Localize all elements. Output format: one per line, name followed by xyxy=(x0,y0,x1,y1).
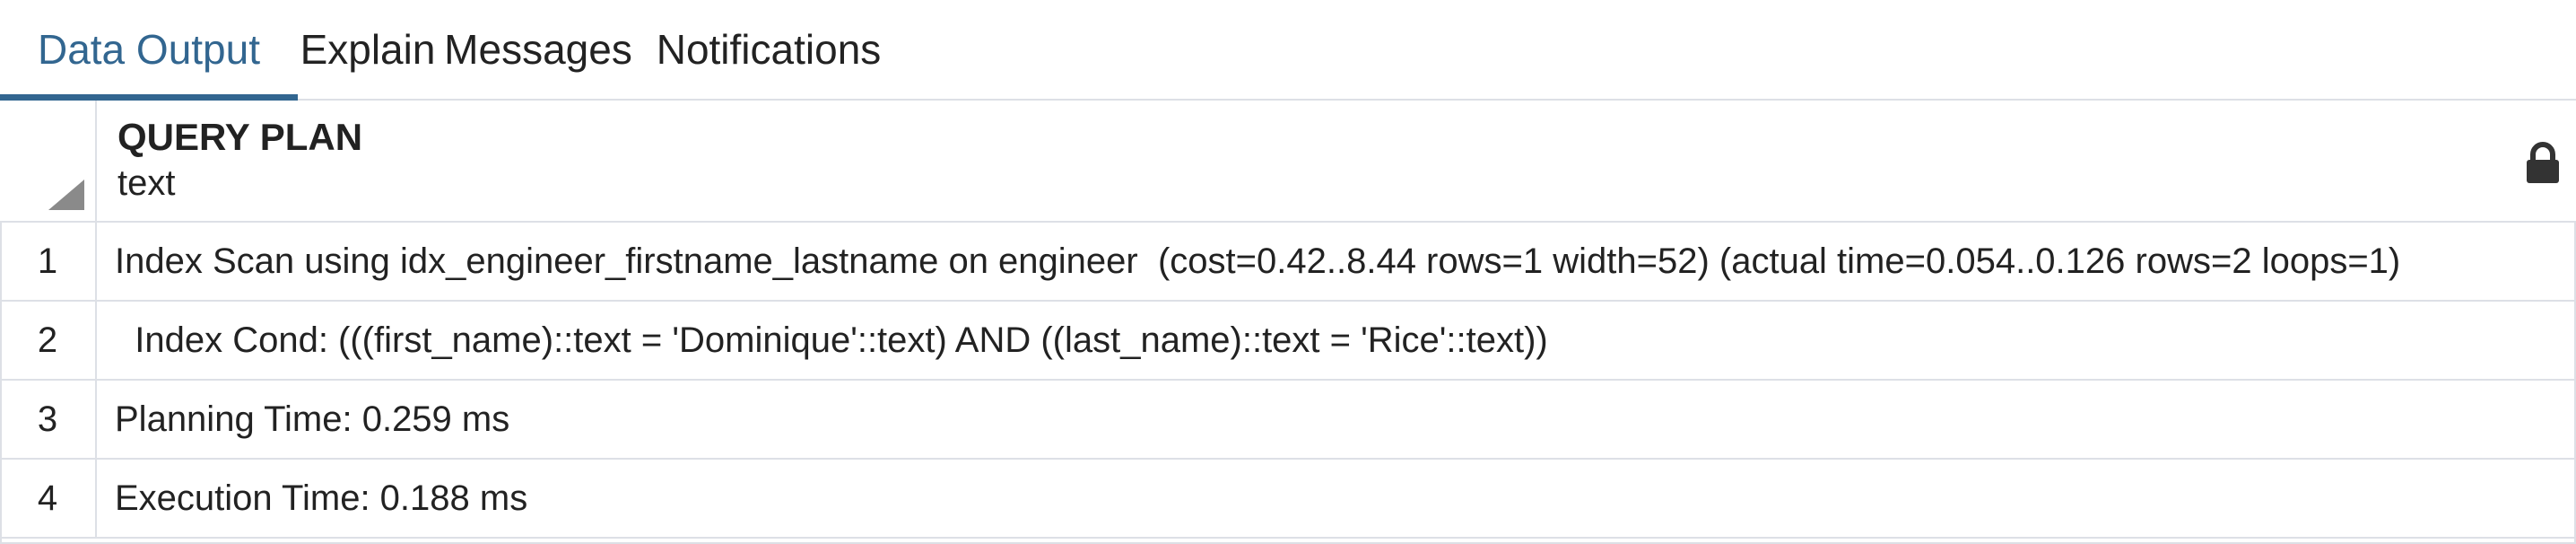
query-plan-cell[interactable]: Index Cond: (((first_name)::text = 'Domi… xyxy=(115,320,1548,360)
tab-explain[interactable]: Explain xyxy=(298,0,438,99)
tab-data-output[interactable]: Data Output xyxy=(0,0,298,101)
tab-label: Data Output xyxy=(37,26,261,73)
select-all-cell[interactable] xyxy=(0,101,97,223)
table-row[interactable]: 3 Planning Time: 0.259 ms xyxy=(0,381,2576,460)
table-row[interactable]: 4 Execution Time: 0.188 ms xyxy=(0,460,2576,539)
tab-notifications[interactable]: Notifications xyxy=(639,0,899,99)
table-row[interactable]: 2 Index Cond: (((first_name)::text = 'Do… xyxy=(0,302,2576,381)
row-number[interactable]: 1 xyxy=(0,223,97,300)
tab-messages[interactable]: Messages xyxy=(438,0,639,99)
lock-icon xyxy=(2527,142,2559,183)
row-number[interactable]: 3 xyxy=(0,381,97,458)
query-plan-cell[interactable]: Index Scan using idx_engineer_firstname_… xyxy=(115,241,2401,281)
row-number[interactable]: 4 xyxy=(0,460,97,537)
column-header-title[interactable]: QUERY PLAN xyxy=(117,116,363,158)
query-plan-cell[interactable]: Execution Time: 0.188 ms xyxy=(115,478,528,518)
query-plan-cell[interactable]: Planning Time: 0.259 ms xyxy=(115,399,510,439)
select-all-triangle-icon xyxy=(48,180,84,210)
column-header-type: text xyxy=(117,163,176,203)
result-tabs: Data Output Explain Messages Notificatio… xyxy=(0,0,2576,101)
grid-header: QUERY PLAN text xyxy=(0,101,2576,223)
tab-label: Explain xyxy=(300,26,436,73)
tab-label: Notifications xyxy=(656,26,882,73)
row-number[interactable]: 2 xyxy=(0,302,97,379)
results-grid: QUERY PLAN text 1 Index Scan using idx_e… xyxy=(0,101,2576,544)
table-row[interactable]: 1 Index Scan using idx_engineer_firstnam… xyxy=(0,223,2576,302)
tab-label: Messages xyxy=(444,26,632,73)
active-tab-indicator xyxy=(0,94,298,101)
